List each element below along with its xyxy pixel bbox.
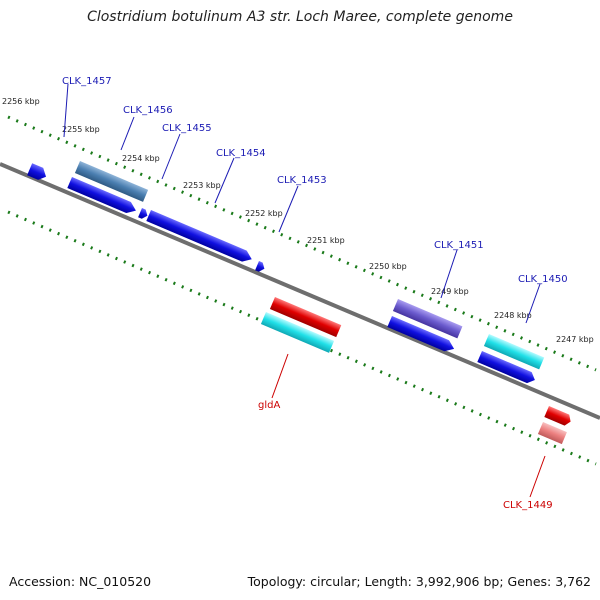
feature-glda-cyan[interactable] xyxy=(260,312,335,353)
feature-clk-1449-pink[interactable] xyxy=(537,422,567,445)
feature-clk-1451-blue[interactable] xyxy=(387,316,456,354)
gene-label-glda[interactable]: gldA xyxy=(258,400,280,411)
ruler-label-2252: 2252 kbp xyxy=(245,209,283,218)
gene-label-clk-1451[interactable]: CLK_1451 xyxy=(434,240,484,251)
map-title: Clostridium botulinum A3 str. Loch Maree… xyxy=(87,9,513,25)
gene-label-clk-1454[interactable]: CLK_1454 xyxy=(216,148,266,159)
feature-clk-1453[interactable] xyxy=(255,261,266,273)
feature-clk-1454[interactable] xyxy=(146,210,254,265)
feature-clk-1456[interactable] xyxy=(67,177,138,216)
ruler-label-2256: 2256 kbp xyxy=(2,97,40,106)
feature-clk-1449-red[interactable] xyxy=(544,406,573,427)
gene-label-clk-1453[interactable]: CLK_1453 xyxy=(277,175,327,186)
ruler-label-2251: 2251 kbp xyxy=(307,236,345,245)
ruler-label-2250: 2250 kbp xyxy=(369,262,407,271)
ruler-labels: 2256 kbp 2255 kbp 2254 kbp 2253 kbp 2252… xyxy=(2,97,594,344)
genome-backbone xyxy=(0,162,600,420)
feature-clk-1450-blue[interactable] xyxy=(477,351,537,385)
feature-clk-1457[interactable] xyxy=(74,161,149,202)
genome-stats-text: Topology: circular; Length: 3,992,906 bp… xyxy=(247,574,591,589)
ruler-label-2247: 2247 kbp xyxy=(556,335,594,344)
feature-small-left[interactable] xyxy=(27,163,49,182)
accession-text: Accession: NC_010520 xyxy=(9,574,152,589)
feature-small-mid[interactable] xyxy=(138,208,149,220)
ruler-label-2249: 2249 kbp xyxy=(431,287,469,296)
feature-glda-red[interactable] xyxy=(269,297,342,338)
gene-features xyxy=(27,161,573,445)
gene-label-clk-1455[interactable]: CLK_1455 xyxy=(162,123,212,134)
feature-clk-1451-purple[interactable] xyxy=(392,299,463,339)
label-connectors xyxy=(63,83,546,498)
gene-label-clk-1456[interactable]: CLK_1456 xyxy=(123,105,173,116)
feature-clk-1450-cyan[interactable] xyxy=(483,334,545,370)
ruler-label-2254: 2254 kbp xyxy=(122,154,160,163)
ruler-label-2253: 2253 kbp xyxy=(183,181,221,190)
gene-labels: CLK_1457 CLK_1456 CLK_1455 CLK_1454 CLK_… xyxy=(62,76,568,511)
gene-label-clk-1457[interactable]: CLK_1457 xyxy=(62,76,112,87)
gene-label-clk-1450[interactable]: CLK_1450 xyxy=(518,274,568,285)
ruler-label-2255: 2255 kbp xyxy=(62,125,100,134)
ruler-label-2248: 2248 kbp xyxy=(494,311,532,320)
gene-label-clk-1449[interactable]: CLK_1449 xyxy=(503,500,553,511)
